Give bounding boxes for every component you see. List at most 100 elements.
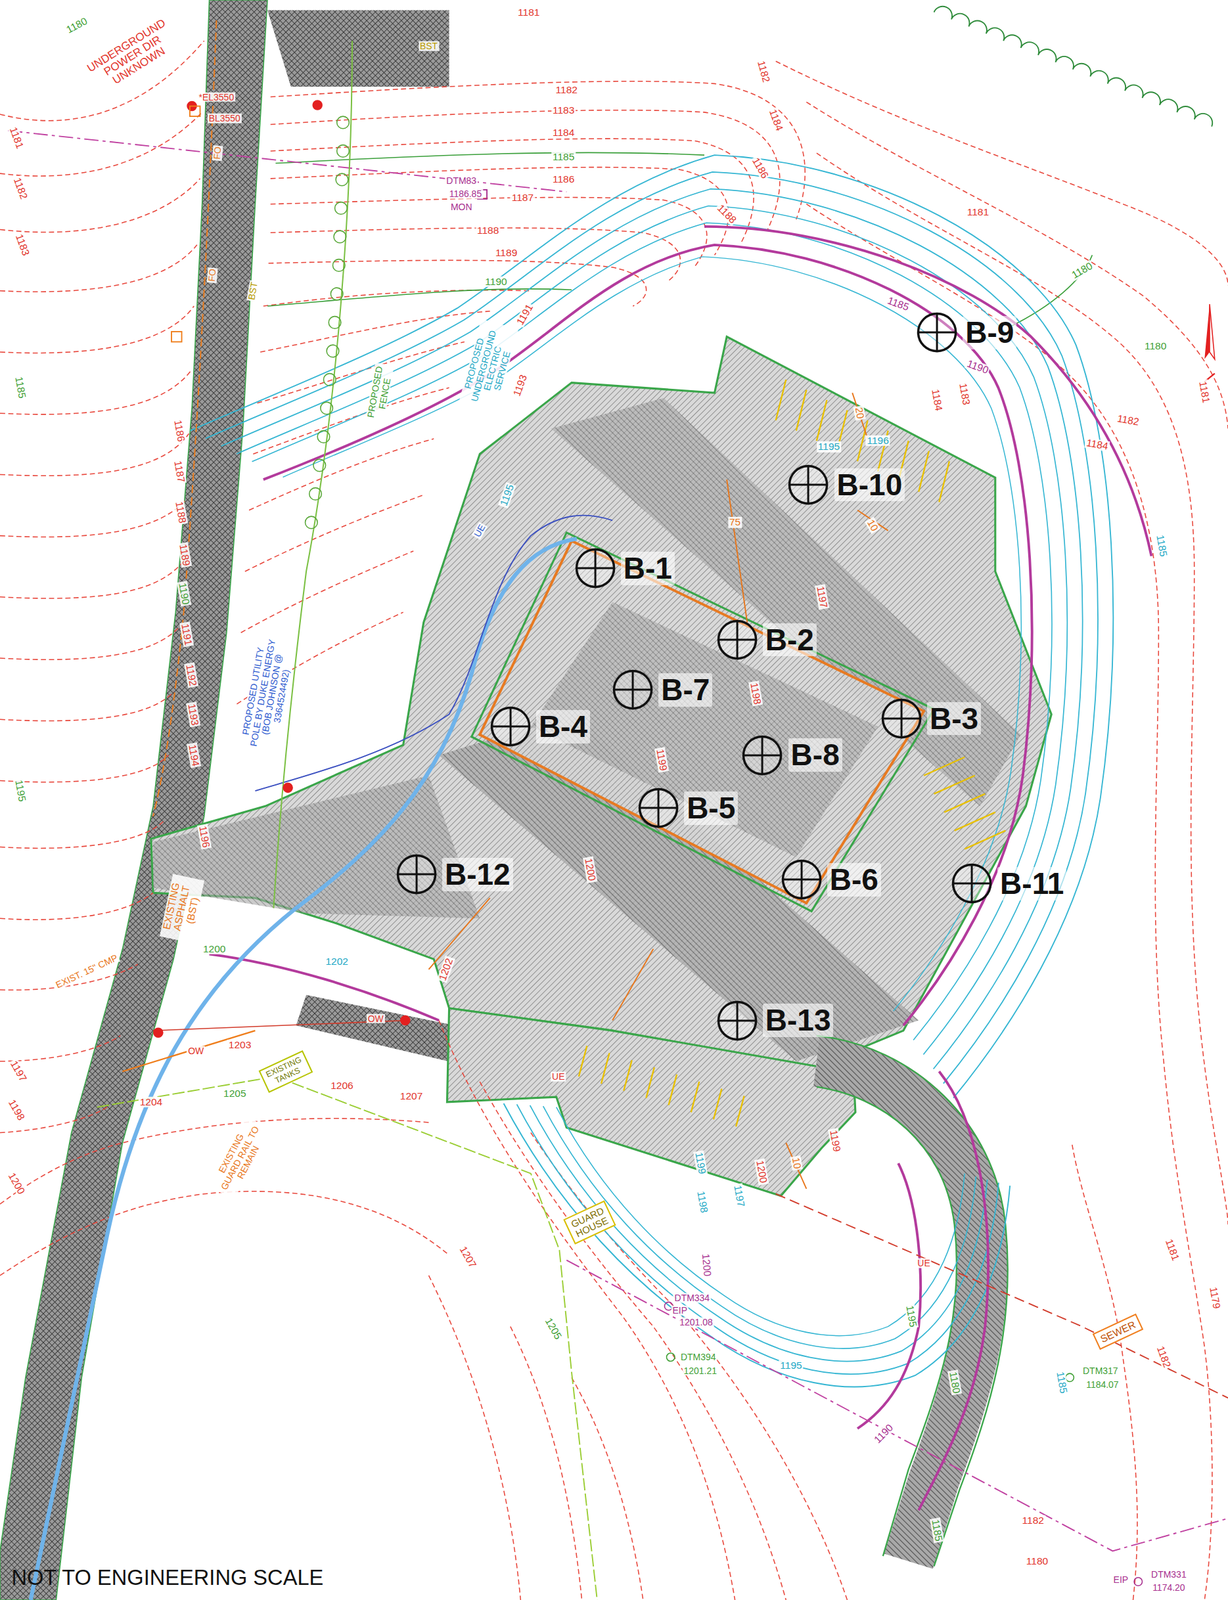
contour-label: 1202 [323,955,350,967]
map-linework [785,1143,807,1190]
map-annotation: FO [206,267,219,284]
boring-symbol [490,706,531,748]
north-arrow [1204,304,1215,382]
map-linework [0,1191,450,1276]
map-linework [326,344,340,358]
map-linework [122,1030,255,1072]
map-annotation: 1184.07 [1084,1380,1120,1391]
map-linework [0,1036,121,1062]
map-linework [1209,304,1215,360]
existing-contours [0,40,1228,1600]
contour-label: 1198 [695,1189,711,1216]
boring-location: B-6 [781,859,882,901]
contour-label: 1185 [13,375,29,402]
map-linework [257,341,465,403]
map-linework [543,1106,977,1349]
boring-location: B-10 [787,464,905,506]
map-linework [0,0,268,1600]
map-annotation: UE [550,1072,566,1083]
contour-label: 1180 [1024,1556,1050,1568]
map-linework [0,306,194,353]
map-linework [252,222,1052,1041]
map-linework [503,1103,1011,1388]
contour-label: 1184 [1084,437,1111,453]
boring-location: B-12 [396,854,514,895]
contour-label: 1200 [699,1252,713,1280]
contour-label: 1186 [551,174,576,185]
map-linework [0,178,201,233]
dimension-lines [429,392,889,1190]
contour-label: 1195 [778,1360,803,1372]
boring-label: B-13 [762,1003,834,1038]
contour-label: 1181 [516,6,541,18]
contour-label: 1205 [222,1088,248,1100]
map-linework [236,206,1068,1056]
parking-stripes [578,379,1006,1127]
contour-label: 1179 [1207,1285,1223,1312]
map-annotation: EIP [670,1305,689,1316]
boring-label: B-4 [536,710,591,744]
map-linework [0,433,189,476]
map-linework [1134,1578,1142,1587]
boring-symbol [716,619,758,661]
map-linework [571,1377,644,1600]
contour-label: 1200 [5,1170,27,1198]
boring-location: B-7 [612,669,713,711]
map-linework [852,392,868,439]
map-linework [275,152,705,163]
map-annotation: 1174.20 [1151,1583,1186,1594]
map-linework [923,757,1006,850]
map-linework [97,1076,598,1600]
map-linework [205,172,1098,1085]
contour-label: 1188 [475,225,501,236]
map-linework [263,245,1033,1026]
map-linework [153,775,480,920]
map-linework [479,1082,786,1600]
boring-symbol [781,859,822,901]
map-linework [530,602,878,858]
contour-label: 1182 [554,84,579,96]
contour-label: 1184 [929,386,945,414]
index-contours [267,152,1092,327]
map-annotation: EIP [1112,1575,1131,1586]
map-linework [1071,1143,1138,1600]
contour-label: 1200 [201,944,228,955]
map-linework [309,488,322,501]
map-annotation: EXISTING GUARD RAIL TO REMAIN [208,1116,271,1201]
contour-label: 1184 [766,107,786,135]
structure-label: SEWER [1098,1319,1138,1345]
boring-label: B-9 [962,316,1017,350]
contour-label: 1190 [483,276,508,288]
boring-label: B-2 [762,623,817,658]
map-linework [245,494,424,572]
boring-symbol [741,735,783,776]
contour-label: 1204 [138,1097,165,1108]
structure-label: GUARD HOUSE [569,1205,611,1240]
contour-label: 1186 [749,155,772,182]
map-linework [330,287,343,301]
map-annotation: DTM394 [679,1352,718,1363]
boring-location: B-4 [490,706,591,748]
map-linework [153,1027,164,1039]
contour-label: 1187 [172,458,188,485]
map-linework [7,130,567,192]
tree-symbols [305,116,350,529]
map-linework [30,538,577,1600]
utility-lines [7,6,1228,1600]
contour-label: 1183 [13,231,32,259]
contour-label: 1199 [827,1128,843,1155]
boring-location: B-2 [716,619,817,661]
pavement [0,0,1052,1600]
map-linework [816,153,1228,1225]
contour-label: 1197 [731,1183,748,1210]
map-linework [479,540,924,904]
map-linework [816,1036,1008,1568]
map-annotation: 10 [789,1155,803,1172]
map-linework [429,1275,522,1600]
contour-label: 1197 [7,1058,30,1086]
map-linework [816,1087,957,1558]
boring-location: B-5 [637,787,738,829]
map-annotation: DTM331 [1149,1570,1188,1581]
contour-label: 1207 [398,1090,425,1102]
